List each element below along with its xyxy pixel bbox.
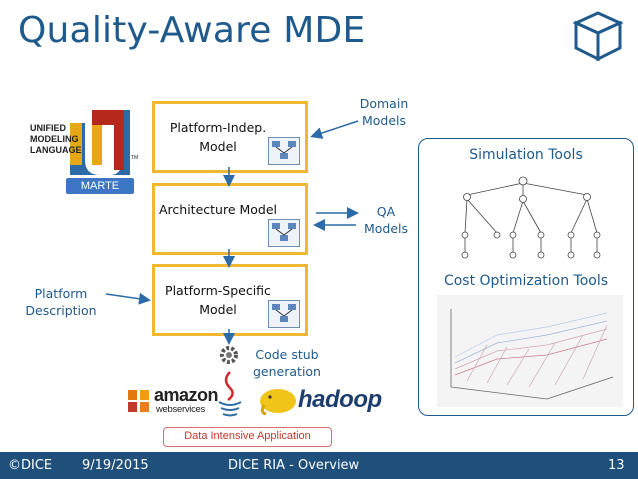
cost-surface-plot-image: [437, 295, 623, 407]
footer-title: DICE RIA - Overview: [228, 458, 360, 473]
psm-label: Platform-Specific Model: [165, 283, 271, 317]
uml-line-2: MODELING: [30, 134, 79, 144]
footer-page-number: 13: [608, 458, 625, 473]
psm-box: Platform-Specific Model: [152, 264, 308, 336]
model-diagram-icon: [268, 219, 300, 247]
model-diagram-icon: [268, 300, 300, 328]
footer-bar: ©DICE 9/19/2015 DICE RIA - Overview 13: [0, 452, 638, 479]
gear-icon: [220, 346, 238, 364]
cost-optimization-tools-title: Cost Optimization Tools: [443, 273, 609, 289]
webservices-text: webservices: [156, 404, 205, 415]
pim-label: Platform-Indep. Model: [169, 120, 267, 154]
amazon-logo: amazon webservices: [126, 383, 219, 419]
domain-models-label: Domain Models: [359, 96, 409, 128]
footer-date: 9/19/2015: [82, 458, 149, 473]
amazon-text: amazon: [154, 385, 219, 405]
qa-models-label: QA Models: [363, 204, 409, 236]
cube-logo-icon: [572, 11, 624, 62]
aws-cubes-icon: [128, 390, 149, 412]
data-intensive-application-badge: Data Intensive Application: [163, 427, 332, 447]
architecture-label: Architecture Model: [158, 202, 278, 217]
uml-letters-icon: [70, 110, 130, 175]
marte-badge: MARTE: [66, 178, 134, 194]
uml-tm: TM: [131, 155, 139, 161]
arrow-domain-models: [310, 120, 359, 139]
uml-line-1: UNIFIED: [30, 123, 66, 133]
simulation-tools-title: Simulation Tools: [469, 147, 583, 163]
footer-owner: ©DICE: [8, 458, 53, 473]
arrow-platform-description: [105, 292, 151, 305]
simulation-graph-image: [461, 176, 601, 259]
elephant-icon: [260, 389, 296, 415]
java-icon: [218, 371, 242, 417]
uml-logo: UNIFIED MODELING LANGUAGE TM: [30, 105, 140, 180]
uml-line-3: LANGUAGE: [30, 145, 82, 155]
page-title: Quality-Aware MDE: [18, 10, 366, 51]
code-stub-label: Code stub generation: [253, 347, 321, 379]
tools-panel: Simulation Tools Cost Optimization Tools: [418, 138, 634, 416]
pim-box: Platform-Indep. Model: [152, 101, 308, 173]
model-diagram-icon: [268, 137, 300, 165]
hadoop-logo: hadoop: [258, 385, 390, 417]
platform-description-label: Platform Description: [25, 286, 97, 318]
hadoop-text: hadoop: [298, 386, 382, 413]
